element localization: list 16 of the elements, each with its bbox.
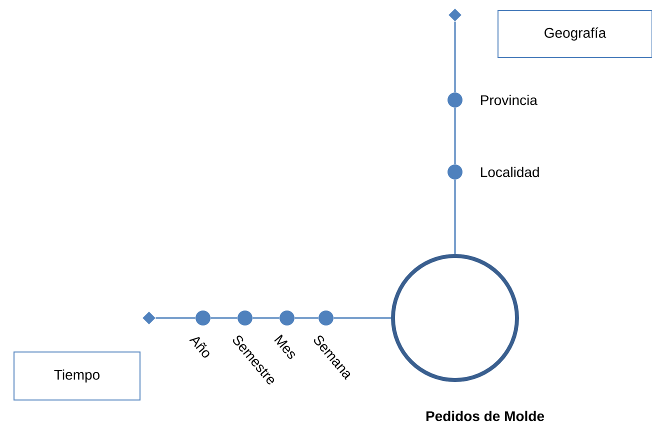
diamond-marker — [448, 8, 462, 22]
level-label: Localidad — [481, 166, 539, 178]
dimension-line — [156, 317, 196, 319]
dimension-box: Tiempo — [14, 351, 140, 400]
dimension-line — [454, 180, 456, 254]
level-label: Año — [189, 336, 210, 358]
level-label: Provincia — [481, 94, 538, 106]
circle-label: Pedidos de Molde — [426, 410, 544, 422]
dimension-line — [294, 317, 318, 319]
dimension-line — [252, 317, 280, 319]
dimension-line — [454, 108, 456, 164]
diamond-marker — [142, 312, 156, 324]
dimension-line — [334, 317, 391, 319]
dimension-line — [210, 317, 238, 319]
dimension-box: Geografía — [498, 10, 652, 58]
dimension-line — [454, 22, 456, 92]
